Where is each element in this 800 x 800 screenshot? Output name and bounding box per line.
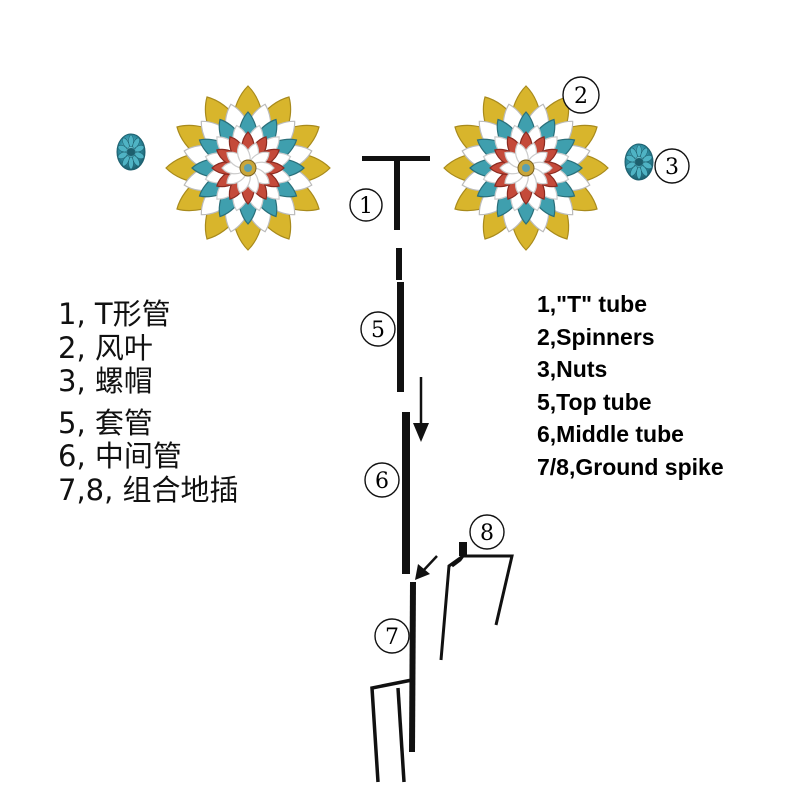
svg-text:2: 2 — [574, 84, 588, 109]
ground-spike-7 — [372, 582, 413, 782]
english-legend: 1,"T" tube 2,Spinners 3,Nuts 5,Top tube … — [537, 288, 724, 483]
cn-label-6: 6, 中间管 — [58, 440, 239, 474]
ground-spike-8 — [441, 542, 512, 660]
svg-text:7: 7 — [385, 625, 399, 650]
cn-label-5: 5, 套管 — [58, 407, 239, 441]
en-label-6: 6,Middle tube — [537, 418, 724, 451]
en-label-5: 5,Top tube — [537, 386, 724, 419]
cn-label-3: 3, 螺帽 — [58, 365, 239, 399]
en-label-7-8: 7/8,Ground spike — [537, 451, 724, 484]
cn-label-2: 2, 风叶 — [58, 332, 239, 366]
nut-left — [117, 134, 145, 170]
label-circle-3: 3 — [655, 149, 689, 183]
cn-label-7-8: 7,8, 组合地插 — [58, 474, 239, 508]
arrow-diagonal — [415, 556, 437, 580]
svg-text:5: 5 — [371, 318, 385, 343]
middle-tube — [402, 412, 410, 574]
top-tube — [396, 248, 404, 392]
nut-right — [625, 144, 653, 180]
chinese-legend: 1, T形管 2, 风叶 3, 螺帽 5, 套管 6, 中间管 7,8, 组合地… — [58, 298, 239, 507]
svg-text:8: 8 — [480, 521, 494, 546]
label-circle-2: 2 — [563, 77, 599, 113]
label-circle-8: 8 — [470, 515, 504, 549]
label-circle-6: 6 — [365, 463, 399, 497]
label-circle-1: 1 — [350, 189, 382, 221]
svg-text:1: 1 — [359, 194, 373, 219]
svg-text:3: 3 — [665, 155, 679, 180]
spinner-left — [166, 86, 330, 250]
en-label-2: 2,Spinners — [537, 321, 724, 354]
svg-text:6: 6 — [375, 469, 389, 494]
label-circle-5: 5 — [361, 312, 395, 346]
en-label-1: 1,"T" tube — [537, 288, 724, 321]
label-circle-7: 7 — [375, 619, 409, 653]
arrow-down — [413, 377, 429, 442]
en-label-3: 3,Nuts — [537, 353, 724, 386]
cn-label-1: 1, T形管 — [58, 298, 239, 332]
